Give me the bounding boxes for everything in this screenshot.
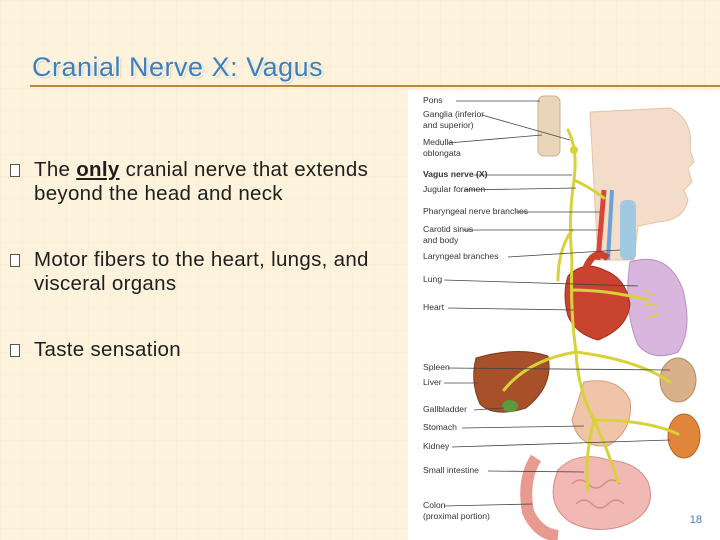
trachea: [620, 200, 636, 260]
jugular-vein: [606, 189, 614, 261]
bullet-1-emphasis: only: [76, 158, 120, 181]
bullet-3-text: Taste sensation: [34, 338, 181, 361]
label-lung: Lung: [423, 274, 442, 284]
label-heart: Heart: [423, 302, 445, 312]
label-carotid-2: and body: [423, 235, 459, 245]
bullet-item-1: The only cranial nerve that extends beyo…: [10, 158, 395, 206]
label-colon-1: Colon: [423, 500, 446, 510]
anatomy-figure: Pons Ganglia (inferior and superior) Med…: [423, 95, 701, 540]
spleen: [659, 357, 697, 403]
label-kidney: Kidney: [423, 441, 450, 451]
label-stomach: Stomach: [423, 422, 457, 432]
label-liver: Liver: [423, 377, 442, 387]
label-medulla-2: oblongata: [423, 148, 461, 158]
inferior-ganglion: [570, 146, 578, 154]
label-colon-2: (proximal portion): [423, 511, 490, 521]
stomach: [571, 380, 632, 447]
label-medulla-1: Medulla: [423, 137, 453, 147]
title-divider: [30, 85, 720, 87]
page-number: 18: [689, 514, 702, 526]
bullet-1-pre: The: [34, 158, 77, 181]
bullet-2-text: Motor fibers to the heart, lungs, and vi…: [34, 248, 369, 295]
leader-lines: [443, 100, 671, 507]
small-intestine: [552, 456, 651, 530]
aorta: [582, 251, 611, 270]
vagus-nerve-paths: [502, 128, 680, 492]
label-pons: Pons: [423, 95, 443, 105]
label-pharyngeal-branches: Pharyngeal nerve branches: [423, 206, 528, 216]
label-jugular-foramen: Jugular foramen: [423, 184, 485, 194]
label-spleen: Spleen: [423, 362, 450, 372]
intestine-folds: [571, 479, 625, 509]
head-silhouette: [589, 107, 695, 261]
label-ganglia-1: Ganglia (inferior: [423, 109, 484, 119]
label-gallbladder: Gallbladder: [423, 404, 467, 414]
brainstem: [537, 95, 561, 157]
bullet-box-icon: [10, 164, 20, 177]
label-ganglia-2: and superior): [423, 120, 474, 130]
lung-bronchi: [643, 289, 661, 319]
bullet-item-2: Motor fibers to the heart, lungs, and vi…: [10, 248, 395, 296]
label-carotid-1: Carotid sinus: [423, 224, 473, 234]
bullet-item-3: Taste sensation: [10, 338, 395, 362]
label-small-intestine: Small intestine: [423, 465, 479, 475]
slide-title: Cranial Nerve X: Vagus: [32, 52, 324, 82]
label-vagus-nerve: Vagus nerve (X): [423, 169, 488, 179]
lung: [627, 258, 688, 357]
bullet-1-post: cranial nerve that extends beyond the he…: [34, 158, 369, 205]
bullet-box-icon: [10, 254, 20, 267]
label-laryngeal-branches: Laryngeal branches: [423, 251, 499, 261]
carotid-artery: [595, 189, 607, 261]
kidney: [667, 413, 701, 459]
bullet-list: The only cranial nerve that extends beyo…: [10, 158, 395, 362]
gallbladder: [502, 400, 518, 412]
bullet-box-icon: [10, 344, 20, 357]
vagus-nerve-illustration: Pons Ganglia (inferior and superior) Med…: [408, 90, 720, 540]
